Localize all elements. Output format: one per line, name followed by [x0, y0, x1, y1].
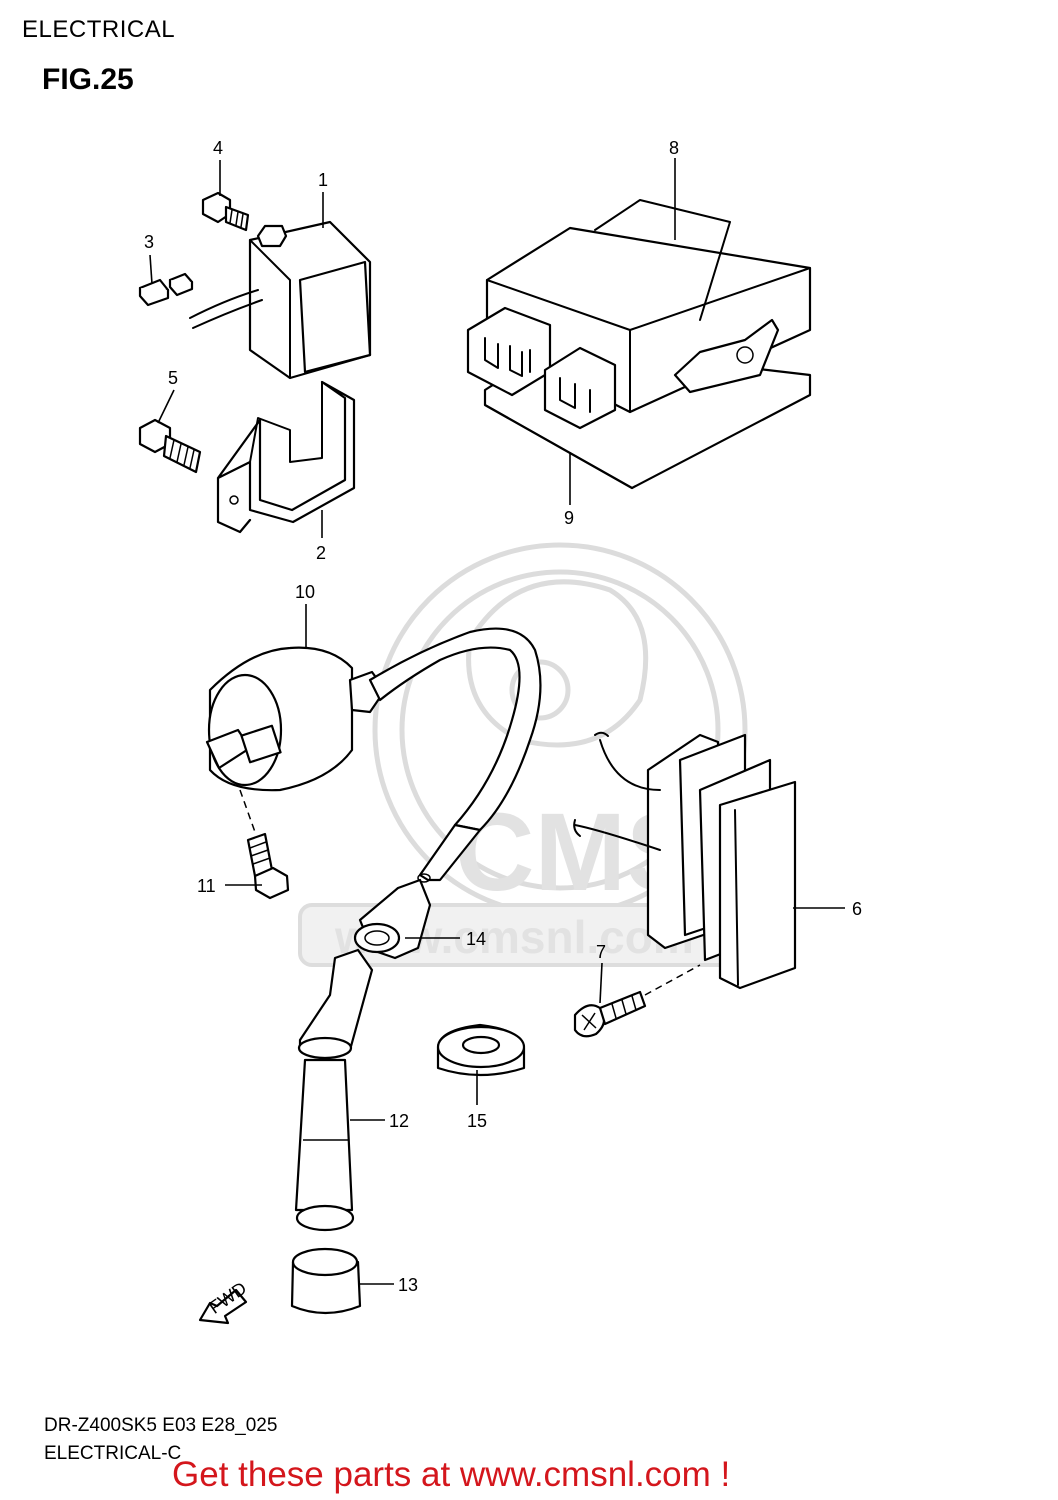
part-11-bolt [239, 789, 290, 900]
callout-15: 15 [467, 1111, 487, 1131]
part-1-relay [189, 220, 372, 380]
callout-12: 12 [389, 1111, 409, 1131]
part-5-bolt [138, 418, 202, 474]
part-3-connector [138, 272, 194, 307]
callout-8: 8 [669, 138, 679, 158]
leader-lines [149, 158, 845, 1285]
part-2-bracket [216, 380, 356, 534]
section-code: ELECTRICAL-C [44, 1443, 182, 1464]
callout-1: 1 [318, 170, 328, 190]
part-7-screw [573, 964, 701, 1038]
callout-7: 7 [596, 942, 606, 962]
callout-11: 11 [197, 876, 216, 896]
part-12-plug-cap [294, 948, 374, 1232]
callout-10: 10 [295, 582, 315, 602]
fwd-arrow-icon: FWD [198, 1278, 250, 1325]
promo-link[interactable]: Get these parts at www.cmsnl.com ! [172, 1455, 731, 1494]
callout-6: 6 [852, 899, 862, 919]
callout-2: 2 [316, 543, 326, 563]
callout-13: 13 [398, 1275, 418, 1295]
callout-4: 4 [213, 138, 223, 158]
part-4-bolt [201, 191, 250, 232]
section-title: ELECTRICAL [22, 16, 176, 43]
callout-9: 9 [564, 508, 574, 528]
part-14-cap [353, 878, 432, 960]
part-15-grommet [436, 1023, 526, 1077]
part-13-cover [290, 1247, 362, 1315]
part-10-ignition-coil [205, 627, 542, 883]
callout-5: 5 [168, 368, 178, 388]
part-8-cdi-unit [466, 199, 812, 430]
part-6-regulator [573, 731, 797, 990]
model-code: DR-Z400SK5 E03 E28_025 [44, 1415, 278, 1436]
figure-number: FIG.25 [42, 63, 134, 96]
callout-3: 3 [144, 232, 154, 252]
callout-14: 14 [466, 929, 486, 949]
